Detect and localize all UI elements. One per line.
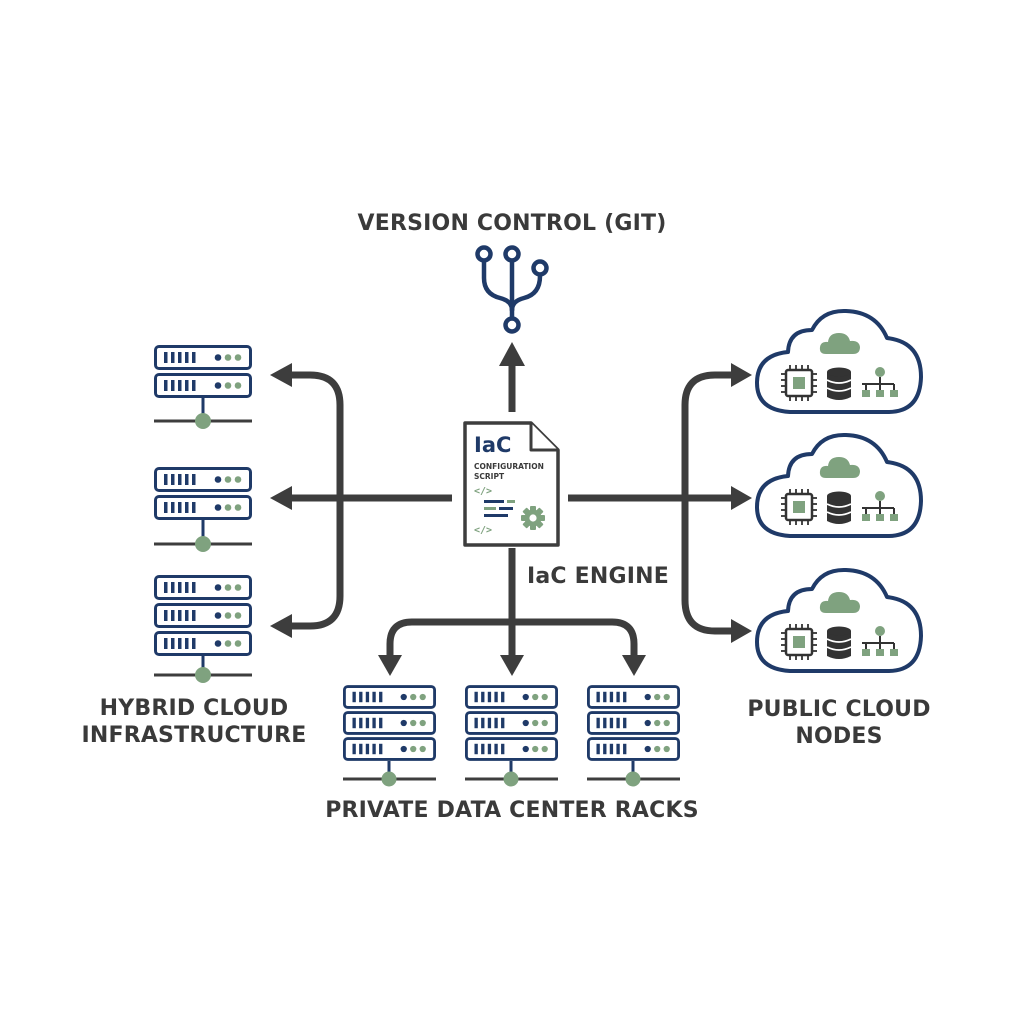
code-tag-bottom: </> bbox=[474, 525, 492, 536]
gear-icon bbox=[521, 506, 545, 530]
hybrid-cloud-label-line1: HYBRID CLOUD bbox=[100, 696, 289, 721]
arrow-to-hybrid-cloud bbox=[290, 371, 452, 630]
connector-arrows bbox=[290, 365, 735, 657]
git-branch-icon bbox=[475, 245, 549, 334]
database-icon bbox=[826, 626, 852, 659]
cloud-node-2 bbox=[755, 432, 923, 538]
hybrid-cloud-label-line2: INFRASTRUCTURE bbox=[81, 723, 306, 748]
cpu-chip-icon bbox=[781, 365, 817, 401]
cpu-chip-icon bbox=[781, 624, 817, 660]
private-rack-2 bbox=[465, 685, 558, 787]
cloud-node-3 bbox=[755, 567, 923, 673]
version-control-label: VERSION CONTROL (GIT) bbox=[358, 211, 667, 236]
arrow-to-private-racks bbox=[386, 548, 638, 657]
iac-engine-label: IaC ENGINE bbox=[527, 564, 669, 589]
hybrid-server-3 bbox=[154, 575, 252, 683]
cloud-node-1 bbox=[755, 308, 923, 414]
arrow-to-public-cloud bbox=[568, 371, 735, 635]
arrowheads bbox=[270, 342, 752, 676]
document-subtitle-line1: CONFIGURATION bbox=[474, 462, 544, 471]
document-subtitle-line2: SCRIPT bbox=[474, 472, 505, 481]
hybrid-server-1 bbox=[154, 345, 252, 429]
database-icon bbox=[826, 491, 852, 524]
private-rack-3 bbox=[587, 685, 680, 787]
cpu-chip-icon bbox=[781, 489, 817, 525]
code-lines bbox=[484, 500, 515, 517]
database-icon bbox=[826, 367, 852, 400]
hybrid-server-2 bbox=[154, 467, 252, 552]
document-title: IaC bbox=[474, 433, 511, 457]
network-tree-icon bbox=[862, 626, 898, 656]
private-rack-1 bbox=[343, 685, 436, 787]
private-racks-label: PRIVATE DATA CENTER RACKS bbox=[325, 798, 699, 823]
code-tag-top: </> bbox=[474, 486, 492, 497]
network-tree-icon bbox=[862, 491, 898, 521]
network-tree-icon bbox=[862, 367, 898, 397]
public-cloud-label-line2: NODES bbox=[795, 724, 882, 749]
config-script-document-icon: IaC CONFIGURATION SCRIPT </> </> bbox=[463, 421, 560, 547]
public-cloud-label-line1: PUBLIC CLOUD bbox=[747, 697, 930, 722]
